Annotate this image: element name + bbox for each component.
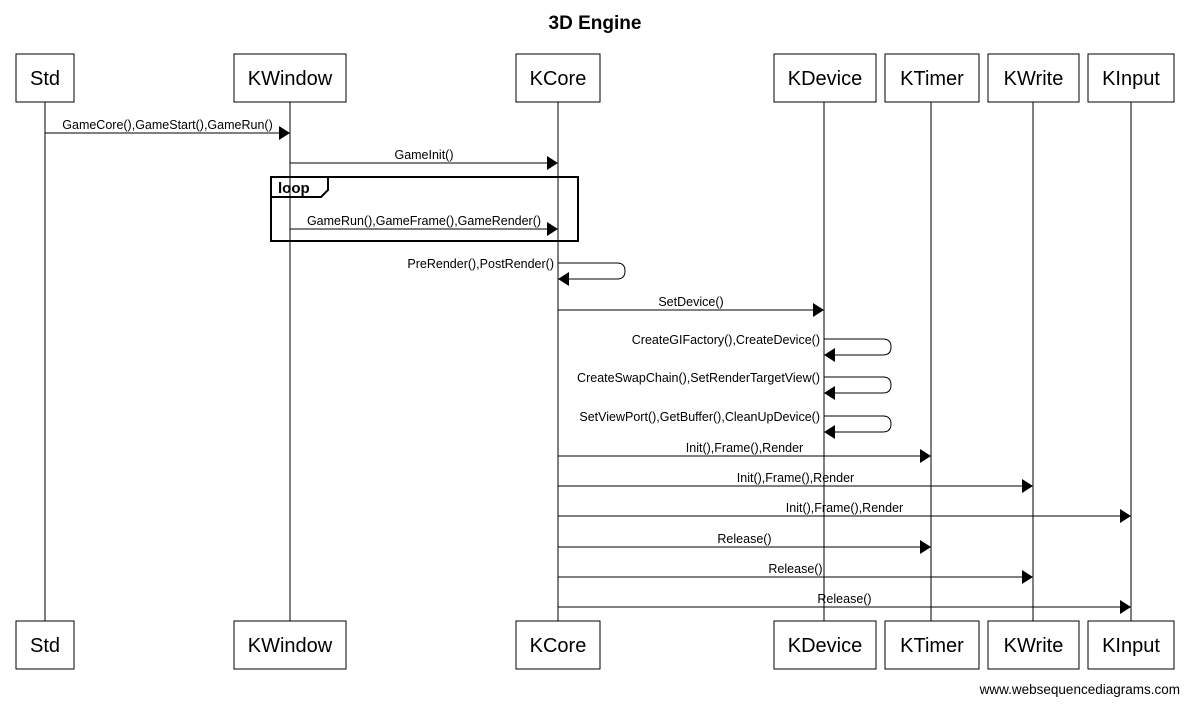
participant-label-kinput-top: KInput [1102,68,1160,90]
arrowhead [920,540,931,554]
self-message-line [824,415,892,433]
message-label: SetDevice() [658,295,723,309]
arrowhead [824,348,835,362]
participant-label-kwindow-bottom: KWindow [248,635,333,657]
message-0: GameCore(),GameStart(),GameRun() [45,118,290,140]
participant-label-kinput-bottom: KInput [1102,635,1160,657]
participant-label-kcore-bottom: KCore [530,635,587,657]
participant-box-kwrite-top [987,53,1080,103]
message-label: GameInit() [394,148,453,162]
participant-label-kwindow-top: KWindow [248,68,333,90]
participant-label-ktimer-top: KTimer [900,68,964,90]
arrowhead [1120,509,1131,523]
message-label: SetViewPort(),GetBuffer(),CleanUpDevice(… [579,410,820,424]
participant-label-std-top: Std [30,68,60,90]
participant-label-std-bottom: Std [30,635,60,657]
participant-label-kwrite-bottom: KWrite [1004,635,1064,657]
message-label: CreateSwapChain(),SetRenderTargetView() [577,371,820,385]
message-label: Release() [717,532,771,546]
participant-box-kwindow-bottom [233,620,347,670]
participant-label-kdevice-bottom: KDevice [788,635,862,657]
participant-label-kwrite-top: KWrite [1004,68,1064,90]
message-3: PreRender(),PostRender() [407,257,626,286]
participant-box-kdevice-bottom [773,620,877,670]
message-label: Init(),Frame(),Render [786,501,903,515]
participant-box-kcore-top [515,53,601,103]
loop-label: loop [278,180,310,197]
message-7: SetViewPort(),GetBuffer(),CleanUpDevice(… [579,410,892,439]
message-10: Init(),Frame(),Render [558,501,1131,523]
participant-box-kdevice-top [773,53,877,103]
footer-credit: www.websequencediagrams.com [979,682,1180,697]
loop-fragment: loop [270,176,579,242]
message-13: Release() [558,592,1131,614]
participant-box-kcore-bottom [515,620,601,670]
self-message-line [558,262,626,280]
message-9: Init(),Frame(),Render [558,471,1033,493]
message-label: Init(),Frame(),Render [737,471,854,485]
message-5: CreateGIFactory(),CreateDevice() [632,333,892,362]
arrowhead [824,425,835,439]
message-11: Release() [558,532,931,554]
messages: GameCore(),GameStart(),GameRun() GameInit… [45,118,1131,614]
message-label: CreateGIFactory(),CreateDevice() [632,333,820,347]
message-1: GameInit() [290,148,558,170]
arrowhead [1022,479,1033,493]
loop-frame [270,176,579,242]
arrowhead [920,449,931,463]
participant-box-kinput-bottom [1087,620,1175,670]
participant-box-ktimer-bottom [884,620,980,670]
message-12: Release() [558,562,1033,584]
message-label: Init(),Frame(),Render [686,441,803,455]
message-label: Release() [817,592,871,606]
participant-box-kwindow-top [233,53,347,103]
lifelines [44,102,1132,621]
arrowhead [547,222,558,236]
message-6: CreateSwapChain(),SetRenderTargetView() [577,371,892,400]
diagram-title: 3D Engine [549,13,642,34]
arrowhead [547,156,558,170]
participant-box-kwrite-bottom [987,620,1080,670]
message-2: GameRun(),GameFrame(),GameRender() [290,214,558,236]
message-label: GameRun(),GameFrame(),GameRender() [307,214,541,228]
participant-label-ktimer-bottom: KTimer [900,635,964,657]
participant-box-kinput-top [1087,53,1175,103]
loop-label-tab [271,177,329,198]
arrowhead [1022,570,1033,584]
message-label: GameCore(),GameStart(),GameRun() [62,118,272,132]
arrowhead [1120,600,1131,614]
arrowhead [558,272,569,286]
self-message-line [824,376,892,394]
message-label: PreRender(),PostRender() [407,257,554,271]
arrowhead [824,386,835,400]
participant-label-kdevice-top: KDevice [788,68,862,90]
message-8: Init(),Frame(),Render [558,441,931,463]
message-label: Release() [768,562,822,576]
participant-box-std-bottom [15,620,75,670]
message-4: SetDevice() [558,295,824,317]
self-message-line [824,338,892,356]
fragments: loop [270,176,579,242]
arrowhead [813,303,824,317]
arrowhead [279,126,290,140]
participant-box-std-top [15,53,75,103]
participant-boxes: StdStdKWindowKWindowKCoreKCoreKDeviceKDe… [15,53,1175,670]
participant-label-kcore-top: KCore [530,68,587,90]
participant-box-ktimer-top [884,53,980,103]
